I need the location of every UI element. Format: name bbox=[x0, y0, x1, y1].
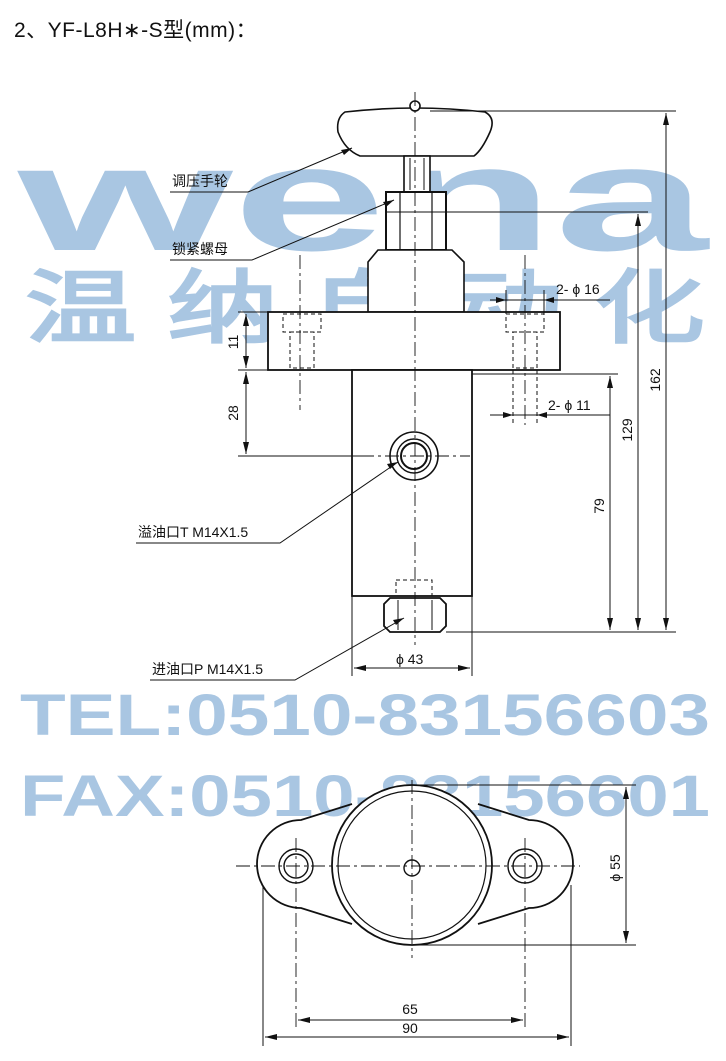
top-view-dimensions bbox=[262, 784, 636, 1046]
dim-90: 90 bbox=[402, 1020, 418, 1036]
front-view bbox=[267, 92, 561, 645]
handwheel-knob bbox=[336, 107, 493, 157]
dim-holes-11: 2- ϕ 11 bbox=[548, 397, 591, 413]
flange-outline bbox=[256, 803, 574, 925]
valve-body bbox=[351, 369, 473, 597]
adjust-stem bbox=[403, 155, 431, 193]
dim-holes-16: 2- ϕ 16 bbox=[556, 281, 600, 297]
callout-overflow-port: 溢油口T M14X1.5 bbox=[138, 524, 248, 540]
mounting-flange bbox=[267, 311, 561, 371]
dimension-lines bbox=[238, 110, 676, 676]
dim-65: 65 bbox=[402, 1001, 418, 1017]
inlet-nut bbox=[383, 597, 447, 633]
dim-dia-43: ϕ 43 bbox=[396, 651, 424, 667]
dim-79: 79 bbox=[591, 498, 607, 514]
top-view bbox=[236, 780, 580, 1030]
dim-dia-55: ϕ 55 bbox=[607, 854, 623, 882]
dim-28: 28 bbox=[225, 405, 241, 421]
watermark-tel: TEL:0510-83156603 bbox=[20, 683, 710, 748]
page-title: 2、YF-L8H∗-S型(mm)： bbox=[14, 19, 258, 42]
dim-11: 11 bbox=[225, 335, 241, 350]
lock-nut bbox=[385, 191, 447, 251]
dim-129: 129 bbox=[619, 418, 635, 442]
callout-lock-nut: 锁紧螺母 bbox=[172, 241, 228, 257]
callout-inlet-port: 进油口P M14X1.5 bbox=[152, 661, 263, 677]
bonnet bbox=[367, 249, 465, 313]
callout-leaders bbox=[136, 147, 405, 681]
dim-162: 162 bbox=[647, 368, 663, 392]
callout-handwheel: 调压手轮 bbox=[172, 173, 228, 189]
